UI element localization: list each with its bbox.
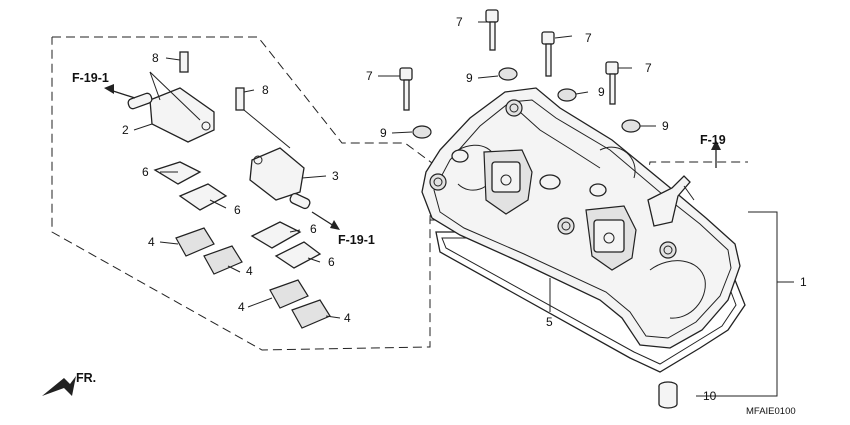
grommet-part-10	[658, 381, 678, 409]
callout-7: 7	[456, 15, 463, 29]
diagram-code: MFAIE0100	[746, 406, 796, 417]
callout-6: 6	[310, 222, 317, 236]
callout-4: 4	[238, 300, 245, 314]
ref-f19: F-19	[700, 133, 726, 147]
callout-9: 9	[598, 85, 605, 99]
callout-7: 7	[645, 61, 652, 75]
callout-6: 6	[142, 165, 149, 179]
callout-7: 7	[366, 69, 373, 83]
callout-8: 8	[152, 51, 159, 65]
callout-10: 10	[703, 389, 717, 403]
pair-valve-2	[127, 51, 215, 143]
pair-valve-3	[235, 87, 311, 210]
front-direction-arrow: FR.	[42, 371, 96, 396]
callout-6: 6	[234, 203, 241, 217]
ref-f19-1-top: F-19-1	[72, 71, 109, 85]
reed-stoppers	[175, 227, 331, 329]
callout-1: 1	[800, 275, 807, 289]
ref-arrows	[104, 84, 721, 230]
callout-2: 2	[122, 123, 129, 137]
callout-8: 8	[262, 83, 269, 97]
ref-f19-1-bottom: F-19-1	[338, 233, 375, 247]
callout-5: 5	[546, 315, 553, 329]
callout-7: 7	[585, 31, 592, 45]
callout-6: 6	[328, 255, 335, 269]
callout-3: 3	[332, 169, 339, 183]
cylinder-head-cover	[421, 87, 746, 373]
callout-9: 9	[662, 119, 669, 133]
leader-lines	[133, 21, 695, 319]
reed-plates	[153, 161, 322, 269]
callout-4: 4	[246, 264, 253, 278]
callout-4: 4	[148, 235, 155, 249]
callout-9: 9	[380, 126, 387, 140]
callout-4: 4	[344, 311, 351, 325]
callout-9: 9	[466, 71, 473, 85]
front-label: FR.	[76, 371, 96, 385]
bolt-set	[399, 9, 641, 139]
